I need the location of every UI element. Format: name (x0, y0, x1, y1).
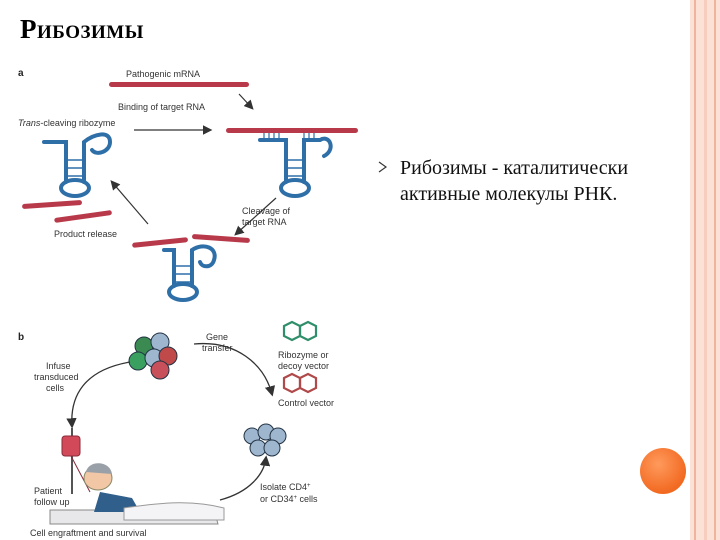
bound-mrna-strand (226, 128, 358, 133)
patient-icon (49, 463, 225, 525)
isolate-label-2: or CD34+ cells (260, 494, 318, 504)
infuse-label-3: cells (46, 383, 65, 393)
right-border-stripe-line-1 (694, 0, 696, 540)
trans-cleaving-label: Trans-cleaving ribozyme (18, 118, 115, 128)
slide-title: Рибозимы (20, 14, 144, 44)
infuse-label-1: Infuse (46, 361, 71, 371)
ribozyme-left (42, 132, 113, 198)
panel-b-label: b (18, 332, 24, 343)
cleavage-arrow (234, 197, 277, 236)
engraftment-label: Cell engraftment and survival (30, 528, 147, 538)
pathogenic-mrna-label: Pathogenic mRNA (126, 69, 200, 79)
arrow-gene-transfer (193, 342, 276, 397)
infuse-label-2: transduced (34, 372, 79, 382)
ribozyme-bound (258, 136, 333, 198)
ribozyme-cleaved-rungs (174, 265, 192, 283)
cleavage-label-1: Cleavage of (242, 206, 291, 216)
patient-follow-up-label-2: follow up (34, 497, 70, 507)
binding-arrow (238, 93, 254, 110)
isolated-cells-icon (243, 423, 287, 457)
ribozyme-figure: a Pathogenic mRNA Binding of target RNA … (18, 68, 358, 538)
decorative-orange-circle (640, 448, 686, 494)
isolate-label-1: Isolate CD4+ (260, 482, 311, 492)
hexagon-vector-icon (282, 320, 318, 394)
gene-transfer-label-1: Gene (206, 332, 228, 342)
product-fragment-2 (54, 210, 112, 223)
ribozyme-vector-label-1: Ribozyme or (278, 350, 329, 360)
arrow-isolate (219, 455, 271, 501)
cleaved-fragment-left (132, 237, 188, 248)
arrow-infuse (66, 361, 131, 429)
ribozyme-cleaved (162, 244, 217, 302)
product-fragment-1 (22, 200, 82, 209)
gene-transfer-label-2: transfer (202, 343, 233, 353)
product-release-label: Product release (54, 229, 117, 239)
binding-label: Binding of target RNA (118, 102, 205, 112)
release-arrow (110, 180, 149, 225)
right-border-stripe-line-2 (704, 0, 707, 540)
pathogenic-mrna-strand (109, 82, 249, 87)
panel-a-label: a (18, 68, 24, 79)
ribozyme-left-rungs (66, 159, 84, 177)
bullet-arrow-icon (378, 161, 388, 173)
cell-cluster-icon (128, 332, 178, 380)
control-vector-label: Control vector (278, 398, 334, 408)
bound-pairing (263, 133, 315, 138)
bullet-text: Рибозимы - каталитически активные молеку… (400, 157, 629, 205)
iv-bag-icon (61, 428, 91, 494)
ribozyme-bound-rungs (286, 159, 304, 177)
patient-follow-up-label-1: Patient (34, 486, 63, 496)
right-border-stripe-line-3 (714, 0, 716, 540)
cleavage-label-2: target RNA (242, 217, 287, 227)
ribozyme-vector-label-2: decoy vector (278, 361, 329, 371)
cleaved-fragment-right (192, 234, 250, 243)
